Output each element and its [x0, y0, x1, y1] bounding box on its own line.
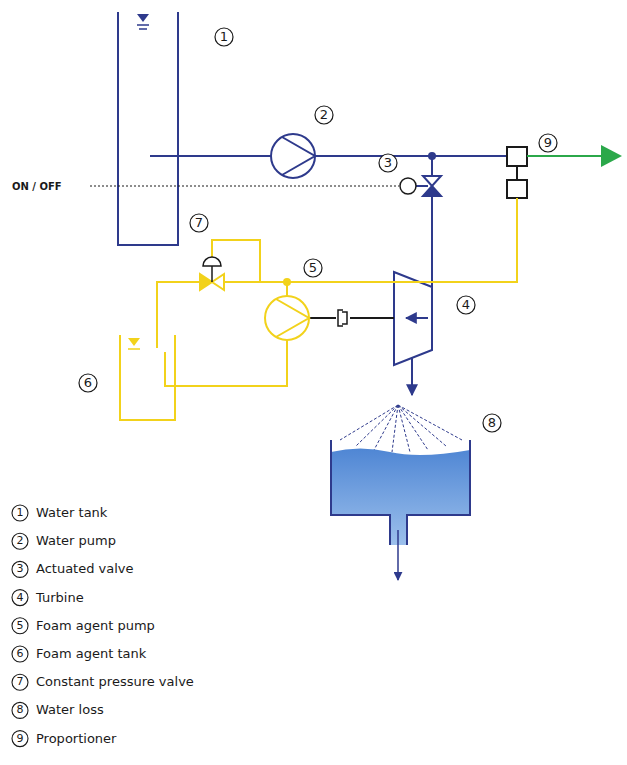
callout-number: 2	[320, 108, 328, 122]
legend-number-circle	[12, 618, 28, 634]
foam-agent-tank	[120, 335, 175, 420]
constant-pressure-valve-symbol	[200, 257, 224, 290]
legend-number-circle	[12, 646, 28, 662]
callout-number: 8	[488, 416, 496, 430]
water-tank	[118, 12, 178, 245]
shaft-coupling	[310, 310, 394, 326]
callout-number: 7	[195, 216, 203, 230]
callout-number: 3	[384, 156, 392, 170]
legend-text: Proportioner	[36, 731, 116, 745]
legend-text: Foam agent tank	[36, 647, 146, 661]
callout-circles	[79, 28, 557, 432]
legend-number: 8	[17, 704, 24, 716]
legend-number: 1	[17, 507, 24, 519]
foam-agent-pipe	[157, 198, 517, 386]
water-pump-symbol	[271, 134, 315, 178]
water-pipe	[150, 156, 507, 395]
pipe-junction	[428, 152, 436, 160]
callout-number: 4	[462, 298, 470, 312]
legend-text: Water pump	[36, 534, 116, 548]
signal-name: ON / OFF	[12, 181, 62, 192]
legend-number-circles	[12, 505, 28, 747]
actuated-valve-symbol	[400, 176, 441, 196]
legend-number: 7	[17, 676, 24, 688]
legend-number-circle	[12, 702, 28, 718]
legend-number-circle	[12, 674, 28, 690]
callout-number: 6	[84, 376, 92, 390]
legend-text: Water loss	[36, 703, 104, 717]
turbine-symbol	[394, 272, 432, 365]
legend-number: 6	[17, 648, 24, 660]
legend-number-circle	[12, 731, 28, 747]
legend-number-circle	[12, 561, 28, 577]
control-signal-line	[90, 186, 399, 187]
legend-number-circle	[12, 590, 28, 606]
callout-number: 9	[544, 136, 552, 150]
legend-text: Constant pressure valve	[36, 675, 194, 689]
callout-number: 5	[309, 261, 317, 275]
legend-text: Foam agent pump	[36, 619, 155, 633]
legend-number: 9	[17, 733, 24, 745]
legend-number: 5	[17, 620, 24, 632]
legend-text: Turbine	[36, 590, 84, 604]
pipe-junction	[283, 278, 291, 286]
legend-text: Water tank	[36, 506, 107, 520]
legend-number: 4	[17, 592, 24, 604]
legend-number-circle	[12, 505, 28, 521]
proportioner-symbol	[507, 147, 527, 198]
legend-number: 2	[17, 535, 24, 547]
foam-pump-symbol	[265, 296, 309, 340]
legend-number: 3	[17, 563, 24, 575]
callout-number: 1	[220, 30, 228, 44]
water-loss-basin	[331, 405, 470, 580]
legend-text: Actuated valve	[36, 562, 134, 576]
legend-number-circle	[12, 533, 28, 549]
